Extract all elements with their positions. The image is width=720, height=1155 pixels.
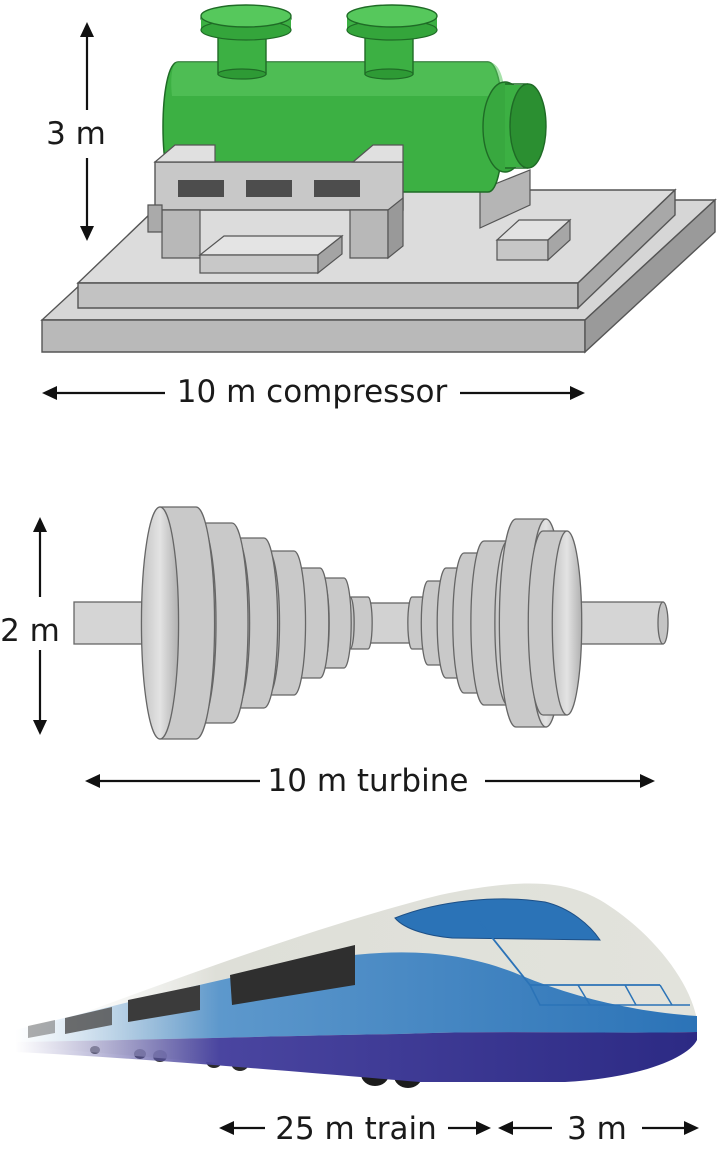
train-illustration: 25 m train 3 m bbox=[10, 883, 699, 1147]
train-length-label: 25 m train bbox=[275, 1111, 437, 1147]
turbine-height-dimension: 2 m bbox=[0, 517, 60, 735]
train-skirt bbox=[15, 1032, 697, 1082]
compressor-height-dimension: 3 m bbox=[46, 22, 106, 241]
turbine-length-label: 10 m turbine bbox=[268, 763, 469, 799]
turbine-disc-face bbox=[551, 530, 583, 716]
turbine-disc bbox=[349, 596, 373, 650]
compressor-illustration: 3 m 10 m compressor bbox=[40, 4, 717, 410]
compressor-frame bbox=[147, 144, 404, 275]
turbine-illustration: 2 m 10 m turbine bbox=[0, 506, 669, 799]
turbine-right-stages bbox=[407, 518, 583, 728]
turbine-disc-face bbox=[140, 506, 180, 740]
compressor-length-label: 10 m compressor bbox=[177, 374, 448, 410]
turbine-left-stages bbox=[140, 506, 373, 740]
train-height-label: 3 m bbox=[567, 1111, 627, 1147]
compressor-tank bbox=[162, 4, 547, 193]
compressor-length-dimension: 10 m compressor bbox=[42, 374, 585, 410]
train-stripe bbox=[15, 952, 697, 1042]
turbine-disc bbox=[321, 577, 352, 669]
train-length-dimension: 25 m train bbox=[219, 1111, 491, 1147]
turbine-length-dimension: 10 m turbine bbox=[85, 763, 655, 799]
compressor-height-label: 3 m bbox=[46, 116, 106, 152]
train-height-dimension: 3 m bbox=[498, 1111, 699, 1147]
turbine-height-label: 2 m bbox=[0, 613, 60, 649]
